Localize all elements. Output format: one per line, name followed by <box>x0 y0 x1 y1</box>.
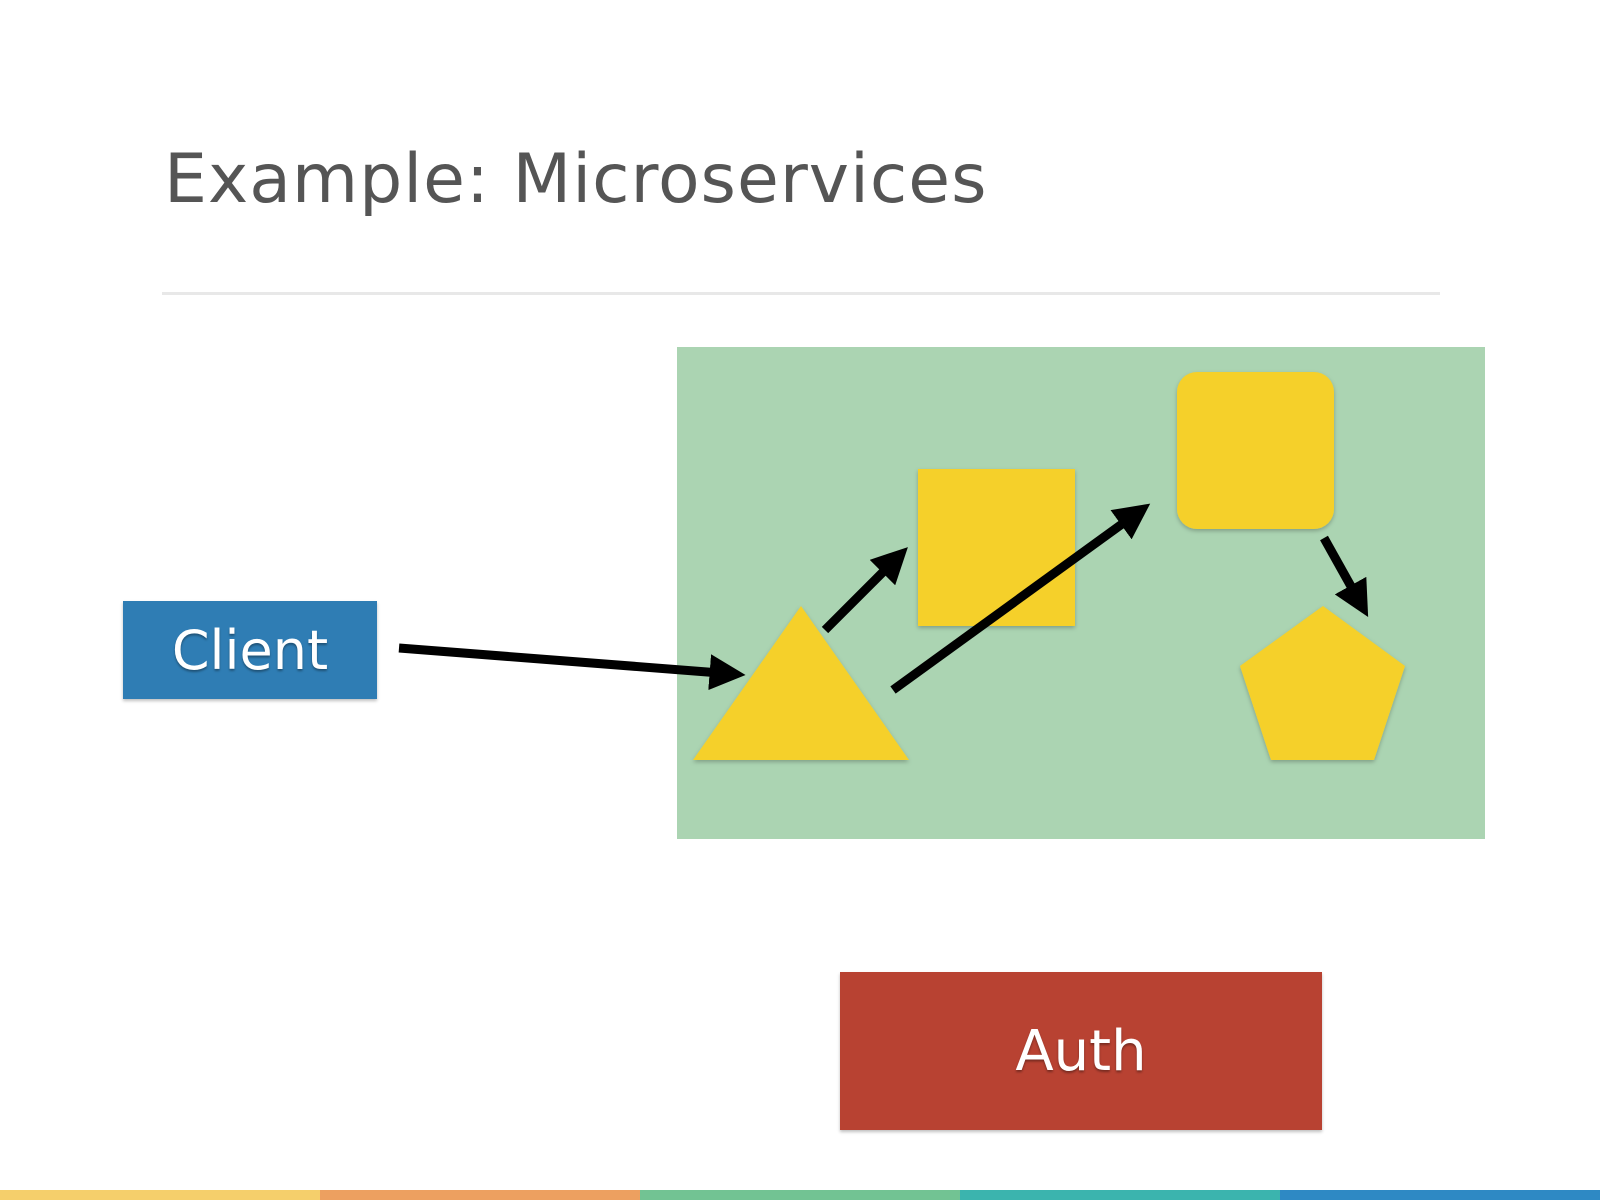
square-service <box>918 469 1075 626</box>
pentagon-service <box>1240 606 1405 760</box>
footer-stripe-blue <box>1280 1190 1600 1200</box>
arrow-triangle-to-square <box>821 547 908 634</box>
rounded-square-service <box>1177 372 1334 529</box>
triangle-service <box>693 606 909 760</box>
footer-color-bar <box>0 1190 1600 1200</box>
arrow-rounded-square-to-pentagon <box>1320 535 1369 617</box>
footer-stripe-yellow <box>0 1190 320 1200</box>
client-label: Client <box>171 618 329 682</box>
client-box: Client <box>123 601 377 699</box>
arrow-client-to-triangle <box>398 643 746 691</box>
slide-title: Example: Microservices <box>164 140 988 219</box>
title-divider <box>162 292 1440 295</box>
services-cluster <box>677 347 1485 839</box>
auth-label: Auth <box>1015 1018 1147 1084</box>
auth-box: Auth <box>840 972 1322 1130</box>
arrow-triangle-to-rounded-square <box>890 503 1151 694</box>
footer-stripe-green <box>640 1190 960 1200</box>
footer-stripe-teal <box>960 1190 1280 1200</box>
footer-stripe-orange <box>320 1190 640 1200</box>
